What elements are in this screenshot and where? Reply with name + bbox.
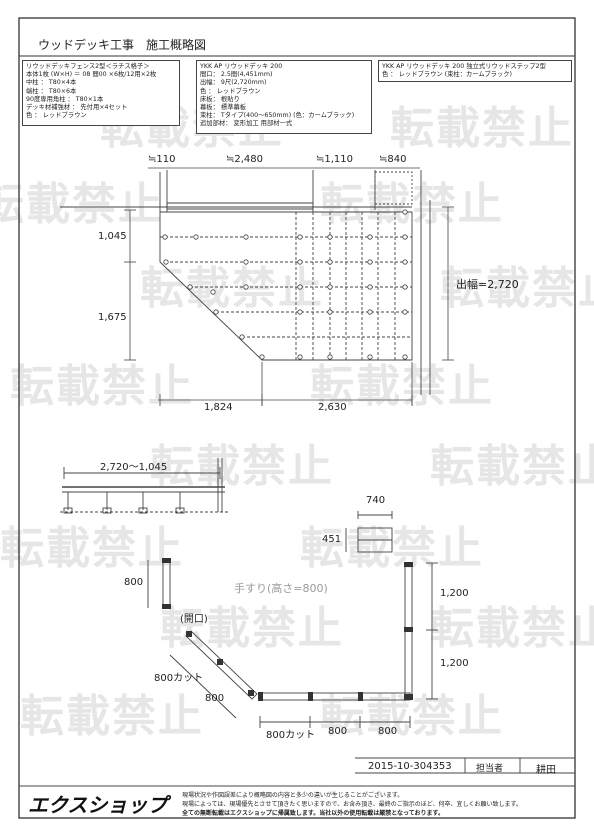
watermark: 転載禁止 (440, 263, 594, 314)
watermark: 転載禁止 (160, 603, 344, 654)
diag-cut-dim: 800カット (154, 673, 204, 684)
watermark: 転載禁止 (430, 603, 594, 654)
watermark: 転載禁止 (390, 103, 574, 154)
watermark: 転載禁止 (310, 361, 494, 412)
diag-dim: 800 (205, 693, 225, 704)
gate-label: (開口) (180, 614, 208, 625)
footer-note-2: 現場によっては、現場優先とさせて頂きたく思いますので、お含み頂き、最終のご指示の… (182, 801, 522, 808)
footer-frame (19, 757, 575, 787)
dim-bottom-1: 1,824 (204, 402, 233, 413)
handrail-label: 手すり(高さ=800) (234, 582, 328, 595)
post-markers (162, 209, 408, 360)
watermark: 転載禁止 (0, 179, 164, 230)
staff-name: 耕田 (536, 765, 556, 776)
gate-height: 800 (124, 577, 144, 588)
side-elevation (60, 458, 230, 514)
depth-label: 出幅=2,720 (456, 278, 519, 291)
dim-top-4: ≒840 (379, 154, 407, 165)
dim-left-1: 1,045 (98, 231, 127, 242)
fence-right-dim-1: 1,200 (440, 588, 469, 599)
watermark: 転載禁止 (0, 523, 184, 574)
watermark: 転載禁止 (10, 361, 194, 412)
footer-note-1: 現場状況や作図誤差により概略図の内容と多少の違いが生じることがございます。 (182, 792, 404, 799)
fence-posts (162, 558, 413, 701)
plan-dimensions (124, 167, 454, 406)
deck-plan (60, 170, 431, 395)
dim-top-1: ≒110 (148, 154, 176, 165)
step-width: 740 (366, 495, 386, 506)
company-logo: エクスショップ (28, 793, 168, 817)
footer-note-3: 全ての無断転載はエクスショップに帰属致します。当社以外の使用転載は厳禁となってお… (182, 810, 444, 817)
dim-left-2: 1,675 (98, 312, 127, 323)
watermark: 転載禁止 (430, 441, 594, 492)
watermark: 転載禁止 (20, 691, 204, 742)
document-number: 2015-10-304353 (368, 761, 452, 772)
bottom-dim-3: 800 (378, 726, 398, 737)
bottom-dim-2: 800 (328, 726, 348, 737)
side-dim: 2,720～1,045 (100, 462, 168, 473)
watermark: 転載禁止 (150, 441, 334, 492)
dim-top-2: ≒2,480 (226, 154, 264, 165)
step-detail (345, 511, 393, 553)
bottom-cut-dim: 800カット (266, 730, 316, 741)
watermark: 転載禁止 (320, 179, 504, 230)
sheet-title: ウッドデッキ工事 施工概略図 (38, 38, 207, 52)
spec-box-step: YKK AP リウッドデッキ 200 独立式リウッドステップ2型色 ： レッドブ… (378, 60, 572, 82)
spec-box-fence: リウッドデッキフェンス2型＜ラチス格子＞本体1枚 (W×H) ＝ 08 間00 … (22, 60, 180, 126)
staff-label: 担当者 (476, 764, 504, 774)
fence-right-dim-2: 1,200 (440, 658, 469, 669)
dim-top-3: ≒1,110 (316, 154, 354, 165)
dim-bottom-2: 2,630 (318, 402, 347, 413)
watermark: 転載禁止 (300, 523, 484, 574)
step-height: 451 (322, 534, 342, 545)
